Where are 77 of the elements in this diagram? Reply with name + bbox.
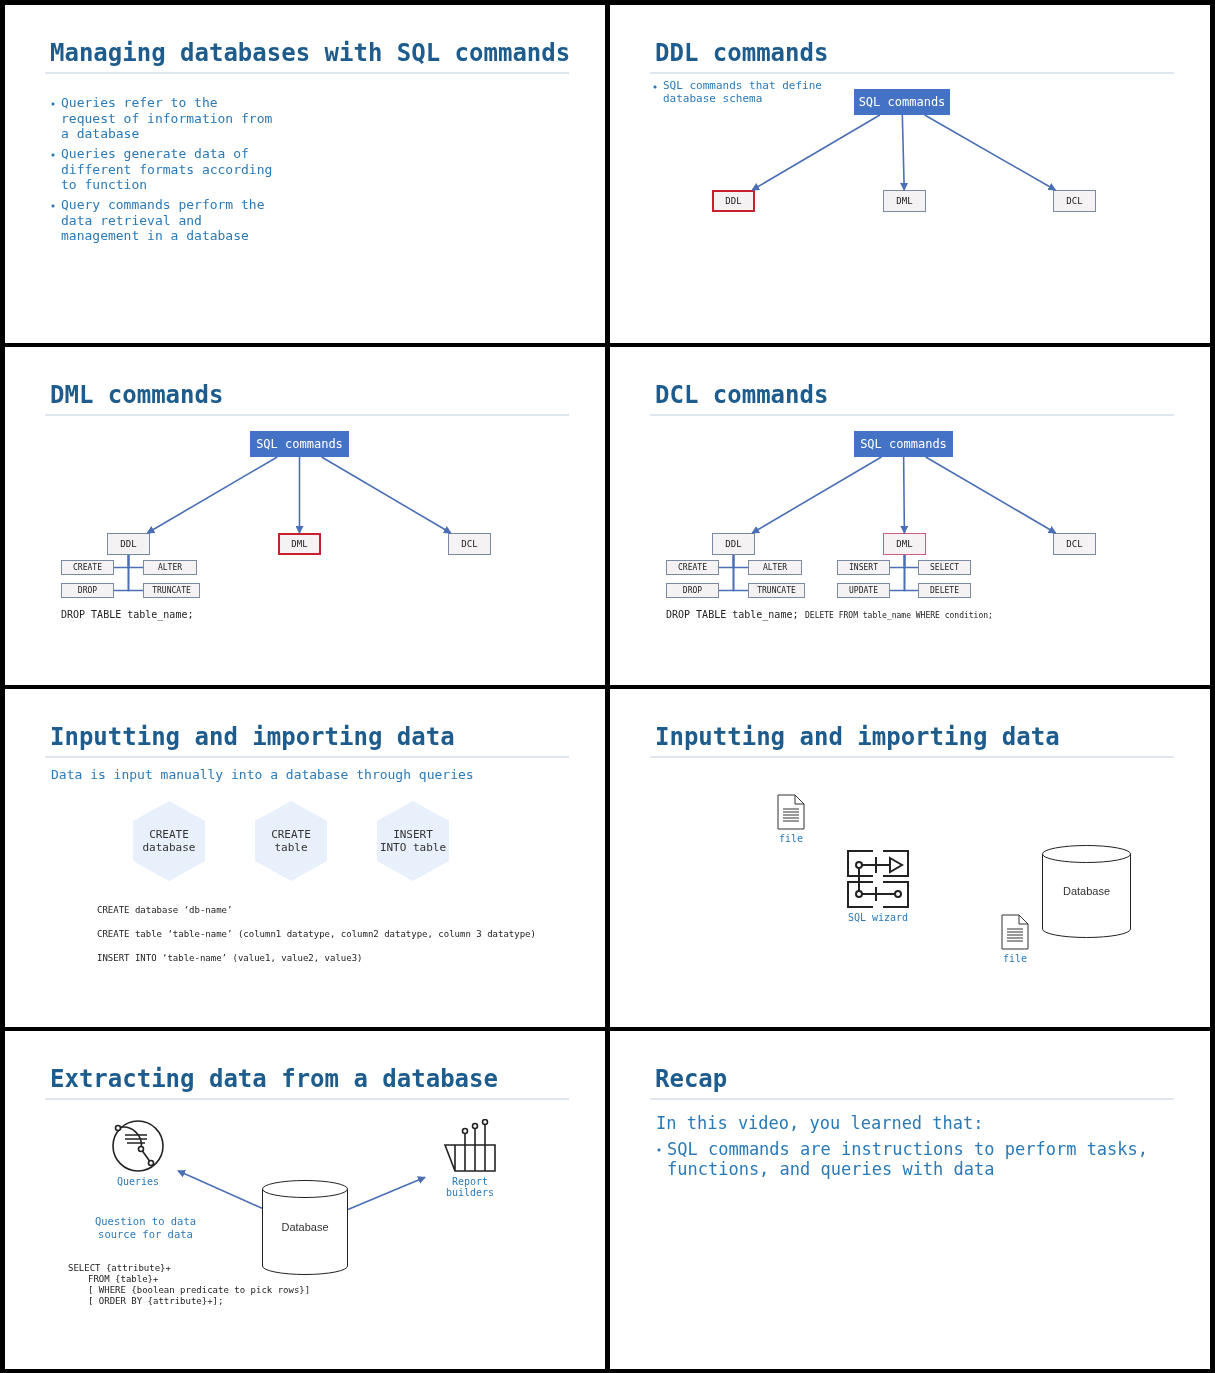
command-box: DROP xyxy=(666,583,719,598)
slide-panel xyxy=(610,1031,1210,1369)
code-text: CREATE database ‘db-name’ xyxy=(97,905,233,916)
slide-panel xyxy=(5,347,605,685)
command-box: SELECT xyxy=(918,560,971,575)
command-box: CREATE xyxy=(666,560,719,575)
slide-panel xyxy=(610,347,1210,685)
code-text: SELECT {attribute}+ xyxy=(68,1263,171,1274)
arrow xyxy=(900,456,909,534)
command-box: DELETE xyxy=(918,583,971,598)
code-text: DROP TABLE table_name; xyxy=(666,609,799,621)
connector-line xyxy=(732,554,749,592)
highlighted-box: DDL xyxy=(712,190,755,212)
arrow xyxy=(751,456,883,534)
highlighted-box: DML xyxy=(278,533,321,555)
highlighted-box: DML xyxy=(883,533,926,555)
command-box: DROP xyxy=(61,583,114,598)
database-label: Database xyxy=(1062,884,1111,899)
slide-title: Inputting and importing data xyxy=(655,723,1060,752)
arrow xyxy=(924,456,1057,534)
hexagon-label: CREATE table xyxy=(270,827,312,855)
category-box: DML xyxy=(883,190,926,212)
description-text: In this video, you learned that: xyxy=(656,1113,984,1134)
slide-title: Managing databases with SQL commands xyxy=(50,39,571,68)
command-box: TRUNCATE xyxy=(143,583,200,598)
category-box: DDL xyxy=(107,533,150,555)
arrow xyxy=(751,114,881,191)
command-box: ALTER xyxy=(143,560,197,575)
arrow xyxy=(923,114,1057,191)
category-box: DCL xyxy=(448,533,491,555)
code-text: CREATE table ‘table-name’ (column1 datatype, column2 datatype, column 3 datatype) xyxy=(97,929,536,940)
category-box: DCL xyxy=(1053,190,1096,212)
command-box: TRUNCATE xyxy=(748,583,805,598)
category-box: SQL commands xyxy=(854,431,953,457)
icon-label: file xyxy=(778,833,804,844)
command-box: CREATE xyxy=(61,560,114,575)
code-text: FROM {table}+ xyxy=(88,1274,159,1285)
category-box: DDL xyxy=(712,533,755,555)
arrow xyxy=(295,456,304,534)
slide-title: Recap xyxy=(655,1065,728,1094)
code-text: [ WHERE {boolean predicate to pick rows}] xyxy=(88,1285,311,1296)
slide-title: DCL commands xyxy=(655,381,829,410)
database-label: Database xyxy=(281,1220,329,1235)
command-box: INSERT xyxy=(837,560,890,575)
slide-panel xyxy=(5,689,605,1027)
slide-title: Extracting data from a database xyxy=(50,1065,498,1094)
icon-label: file xyxy=(1002,953,1028,964)
hexagon-label: INSERT INTO table xyxy=(378,827,448,855)
slide-panel xyxy=(610,689,1210,1027)
command-box: ALTER xyxy=(748,560,802,575)
connector-line xyxy=(127,554,144,592)
arrow xyxy=(347,1176,426,1211)
code-text: DELETE FROM table_name WHERE condition; xyxy=(805,611,993,621)
code-text: DROP TABLE table_name; xyxy=(61,609,194,621)
icon-label: Report builders xyxy=(444,1176,496,1198)
connector-line xyxy=(903,554,919,592)
code-text: [ ORDER BY {attribute}+]; xyxy=(88,1296,224,1307)
arrow xyxy=(320,456,452,534)
icon-label: SQL wizard xyxy=(847,912,909,923)
code-text: INSERT INTO ‘table-name’ (value1, value2, value3) xyxy=(97,953,363,964)
description-text: Question to data source for data xyxy=(93,1215,198,1241)
icon-label: Queries xyxy=(116,1176,160,1187)
slide-panel xyxy=(5,5,605,343)
slide-title: DML commands xyxy=(50,381,224,410)
slide-panel xyxy=(610,5,1210,343)
hexagon-label: CREATE database xyxy=(141,827,197,855)
slide-panel xyxy=(5,1031,605,1369)
arrow xyxy=(177,1170,263,1210)
arrow xyxy=(146,456,279,534)
slide-title: Inputting and importing data xyxy=(50,723,455,752)
slide-title: DDL commands xyxy=(655,39,829,68)
category-box: SQL commands xyxy=(250,431,349,457)
arrow xyxy=(900,114,909,191)
category-box: DCL xyxy=(1053,533,1096,555)
command-box: UPDATE xyxy=(837,583,890,598)
category-box: SQL commands xyxy=(854,89,950,115)
description-text: Data is input manually into a database through queries xyxy=(51,767,474,783)
